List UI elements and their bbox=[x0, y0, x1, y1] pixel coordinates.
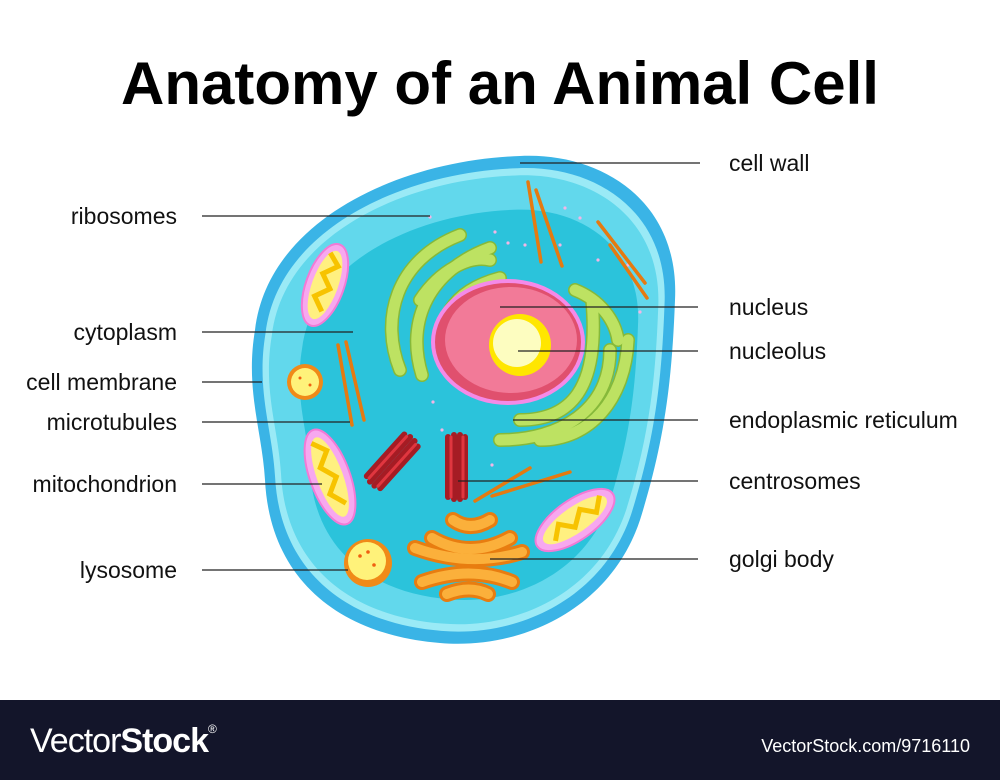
lysosome-2 bbox=[344, 539, 392, 587]
labels-left: ribosomes cytoplasm cell membrane microt… bbox=[26, 203, 177, 583]
nucleus bbox=[431, 279, 585, 405]
label-cytoplasm: cytoplasm bbox=[73, 319, 177, 345]
watermark-footer: VectorStock® VectorStock.com/9716110 bbox=[0, 700, 1000, 780]
logo-light: Vector bbox=[30, 722, 121, 760]
mitochondrion-2 bbox=[303, 428, 357, 526]
mitochondrion-3 bbox=[534, 487, 616, 553]
logo-registered: ® bbox=[207, 722, 217, 736]
diagram-title: Anatomy of an Animal Cell bbox=[121, 50, 879, 117]
cell-diagram: Anatomy of an Animal Cell bbox=[26, 50, 958, 644]
centrosome-2 bbox=[445, 432, 468, 502]
lysosome-1 bbox=[287, 364, 323, 400]
microtubules bbox=[336, 180, 649, 503]
logo-bold: Stock bbox=[120, 722, 209, 760]
label-cell-wall: cell wall bbox=[729, 150, 810, 176]
label-nucleus: nucleus bbox=[729, 294, 808, 320]
vectorstock-logo: VectorStock® bbox=[30, 722, 217, 761]
label-cell-membrane: cell membrane bbox=[26, 369, 177, 395]
label-ribosomes: ribosomes bbox=[71, 203, 177, 229]
label-centrosomes: centrosomes bbox=[729, 468, 861, 494]
labels-right: cell wall nucleus nucleolus endoplasmic … bbox=[729, 150, 958, 572]
leader-lines bbox=[202, 162, 700, 571]
cell bbox=[251, 155, 676, 644]
centrosome-1 bbox=[363, 431, 421, 492]
label-mitochondrion: mitochondrion bbox=[33, 471, 177, 497]
label-golgi-body: golgi body bbox=[729, 546, 834, 572]
image-url: VectorStock.com/9716110 bbox=[761, 736, 970, 756]
mitochondrion-1 bbox=[300, 243, 350, 327]
label-nucleolus: nucleolus bbox=[729, 338, 826, 364]
golgi-body bbox=[407, 512, 530, 602]
label-microtubules: microtubules bbox=[47, 409, 177, 435]
label-lysosome: lysosome bbox=[80, 557, 177, 583]
label-endoplasmic-reticulum: endoplasmic reticulum bbox=[729, 407, 958, 433]
